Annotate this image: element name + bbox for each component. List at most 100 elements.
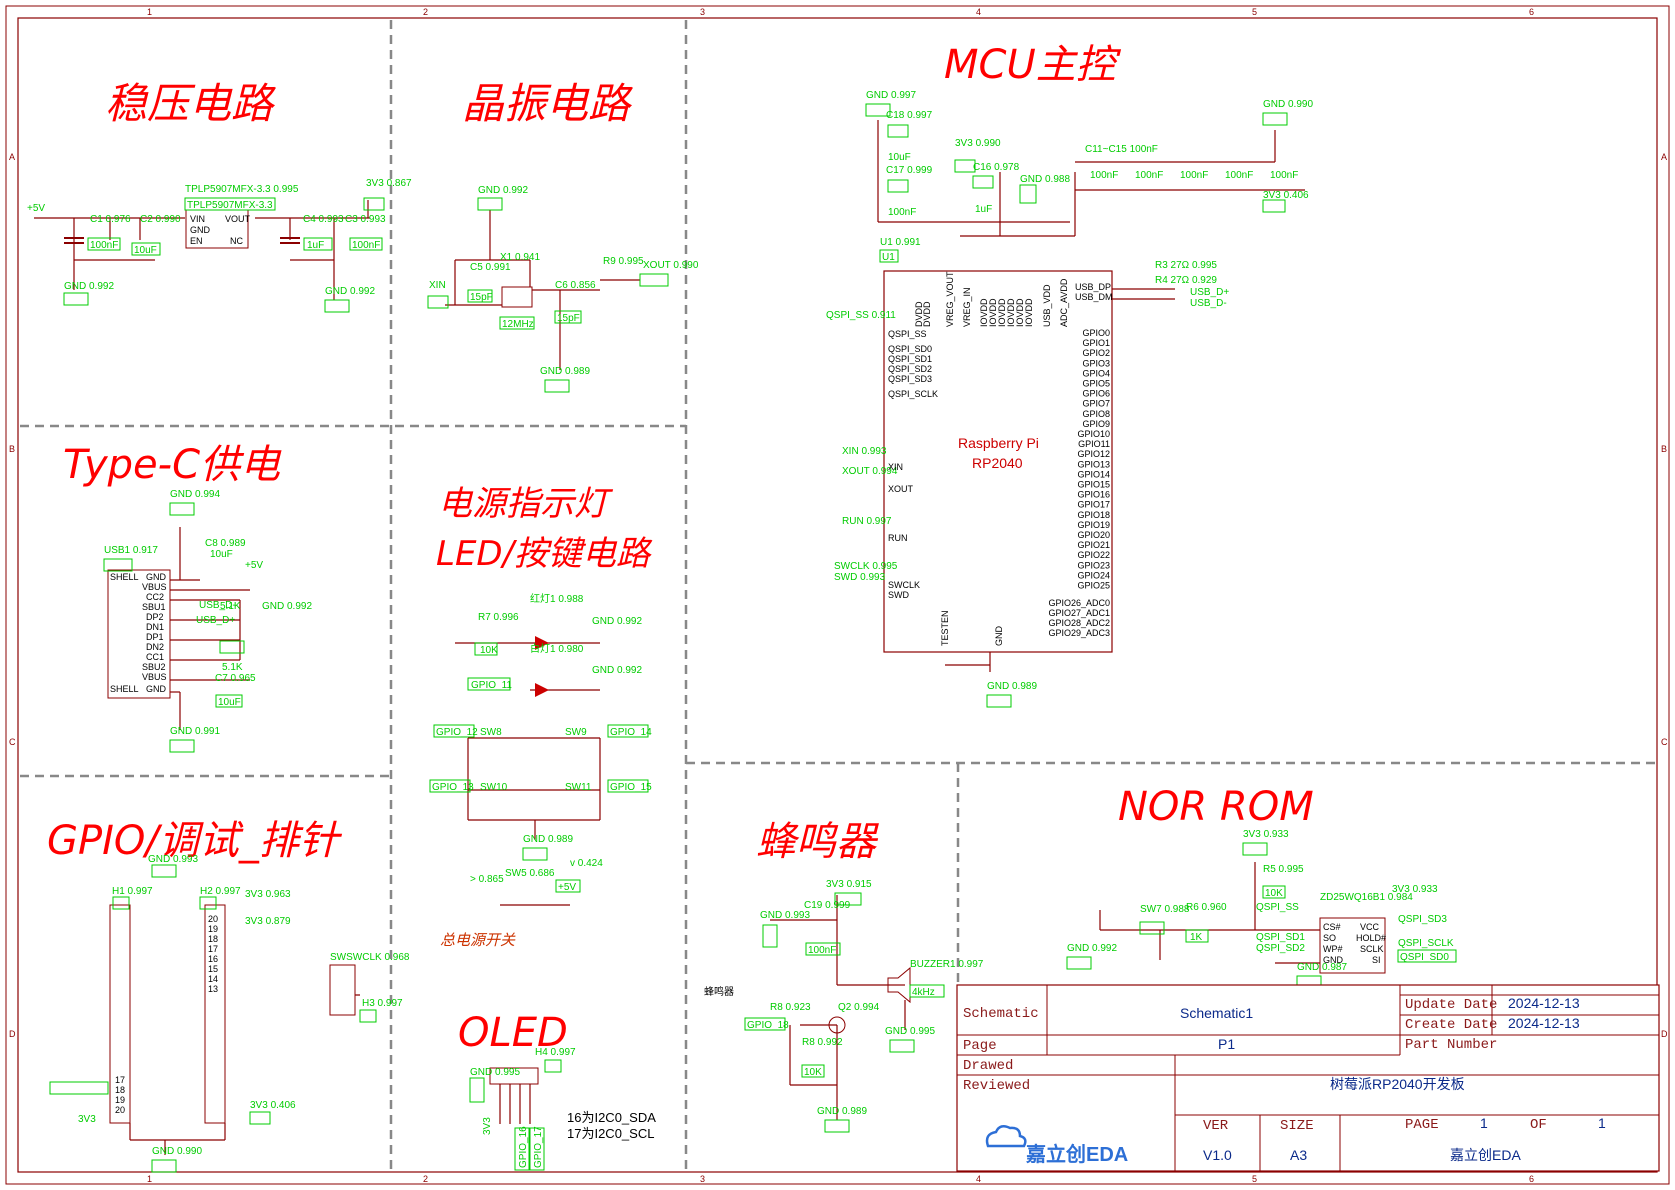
res-cc2-value: 5.1K xyxy=(220,601,241,612)
svg-text:VCC: VCC xyxy=(1360,922,1380,932)
pin-qspi_sd2: QSPI_SD2 xyxy=(888,364,932,374)
cap-c14-value: 100nF xyxy=(1225,170,1253,181)
net-3v3-gpio-4: 3V3 0.406 xyxy=(250,1100,296,1111)
net-swclk-mcu: SWCLK 0.995 xyxy=(834,561,898,572)
svg-text:GND: GND xyxy=(146,572,167,582)
led-white-label: 白灯1 0.980 xyxy=(530,642,584,655)
oled-note-scl: 17为I2C0_SCL xyxy=(567,1126,654,1141)
crystal-x1 xyxy=(501,286,533,308)
net-gnd-led-1: GND 0.992 xyxy=(592,616,642,627)
buzzer-speaker-icon xyxy=(887,966,911,1004)
tb-pagenum-value: 1 xyxy=(1480,1115,1488,1131)
tb-size-label: SIZE xyxy=(1280,1118,1314,1134)
oled-circuit: H4 0.997 GND 0.995 3V3 GPIO_16 GPIO_17 1… xyxy=(469,1047,656,1171)
cap-c5-value: 15pF xyxy=(470,292,493,303)
svg-text:DN2: DN2 xyxy=(146,642,164,652)
header-h4-label: H4 0.997 xyxy=(535,1047,576,1058)
frame-col-4-bottom: 4 xyxy=(976,1174,981,1184)
svg-text:HOLD#: HOLD# xyxy=(1356,933,1386,943)
net-gnd-typec-right: GND 0.992 xyxy=(262,601,312,612)
res-r5-value: 10K xyxy=(1265,888,1283,899)
cap-c7-label: C7 0.965 xyxy=(215,673,256,684)
rp2040-chip xyxy=(883,270,1113,653)
frame-col-1-bottom: 1 xyxy=(147,1174,152,1184)
svg-text:VOUT: VOUT xyxy=(225,214,251,224)
switch-sw9-label: SW9 xyxy=(565,727,587,738)
cap-c2-value: 10uF xyxy=(134,245,157,256)
frame-col-4: 4 xyxy=(976,7,981,17)
section-title-regulator: 稳压电路 xyxy=(105,79,276,128)
svg-text:DP1: DP1 xyxy=(146,632,164,642)
flash-zd25wq16b xyxy=(1319,917,1386,974)
net-gnd-crystal-bottom: GND 0.989 xyxy=(540,366,590,377)
cap-c19-value: 100nF xyxy=(808,945,836,956)
cap-c11-value: 100nF xyxy=(1090,170,1118,181)
pin-testen: TESTEN xyxy=(940,610,950,646)
section-title-oled: OLED xyxy=(458,1010,568,1056)
net-gnd-nor-1: GND 0.992 xyxy=(1067,943,1117,954)
flash-ref-label: ZD25WQ16B1 0.984 xyxy=(1320,892,1413,903)
pin-gpio25: GPIO25 xyxy=(1077,581,1110,591)
pin-gpio27_adc1: GPIO27_ADC1 xyxy=(1048,608,1110,618)
cap-c18-label: C18 0.997 xyxy=(886,110,933,121)
svg-text:GND: GND xyxy=(190,225,211,235)
tb-part-label: Part Number xyxy=(1405,1037,1497,1053)
frame-row-d: D xyxy=(9,1029,16,1039)
frame-col-3-bottom: 3 xyxy=(700,1174,705,1184)
net-gnd-typec-bottom: GND 0.991 xyxy=(170,726,220,737)
net-run-mcu: RUN 0.997 xyxy=(842,516,892,527)
mcu-ref-conf: U1 0.991 xyxy=(880,237,921,248)
net-gpio15-key: GPIO_15 xyxy=(610,782,652,793)
pin-top-vreg_vout-2: VREG_VOUT xyxy=(945,271,955,327)
svg-text:CS#: CS# xyxy=(1323,922,1341,932)
section-title-mcu: MCU主控 xyxy=(944,42,1122,88)
res-r8-label: R8 0.923 xyxy=(770,1002,811,1013)
net-qspi-sd1-nor: QSPI_SD1 xyxy=(1256,932,1305,943)
pin-usb-dp: USB_DP xyxy=(1075,282,1111,292)
pin-gpio29_adc3: GPIO29_ADC3 xyxy=(1048,628,1110,638)
frame-col-5-bottom: 5 xyxy=(1252,1174,1257,1184)
pin-gpio11: GPIO11 xyxy=(1078,439,1110,449)
buzzer1-frequency: 4kHz xyxy=(912,987,935,998)
cap-c3-value: 100nF xyxy=(352,240,380,251)
net-gpio14-key: GPIO_14 xyxy=(610,727,652,738)
tb-of-label: OF xyxy=(1530,1117,1547,1133)
svg-text:14: 14 xyxy=(208,974,218,984)
net-gnd-crystal-top: GND 0.992 xyxy=(478,185,528,196)
net-xin-crystal: XIN xyxy=(429,280,446,291)
tb-page-label: Page xyxy=(963,1038,997,1054)
net-xin-mcu: XIN 0.993 xyxy=(842,446,887,457)
res-r4-label: R4 27Ω 0.929 xyxy=(1155,275,1217,286)
net-5v-typec: +5V xyxy=(245,560,263,571)
oled-header-h4 xyxy=(489,1067,539,1085)
svg-text:SHELL: SHELL xyxy=(110,572,139,582)
frame-row-a-right: A xyxy=(1661,152,1667,162)
cap-c7-value: 10uF xyxy=(218,697,241,708)
svg-text:SBU1: SBU1 xyxy=(142,602,166,612)
section-title-led-1: 电源指示灯 xyxy=(438,484,614,524)
section-title-nor: NOR ROM xyxy=(1118,784,1314,830)
tb-drawed-label: Drawed xyxy=(963,1058,1013,1074)
caps-c11-c15-label: C11~C15 100nF xyxy=(1085,144,1158,155)
svg-text:SCLK: SCLK xyxy=(1360,944,1384,954)
svg-text:15: 15 xyxy=(208,964,218,974)
svg-text:VBUS: VBUS xyxy=(142,672,167,682)
regulator-part-label: TPLP5907MFX-3.3 xyxy=(187,200,273,211)
frame-col-6-bottom: 6 xyxy=(1529,1174,1534,1184)
net-gnd-nor-2: GND 0.987 xyxy=(1297,962,1347,973)
pin-gpio13: GPIO13 xyxy=(1077,459,1110,469)
switch-sw5-label: SW5 0.686 xyxy=(505,868,555,879)
buzzer-circuit: 3V3 0.915 C19 0.999 100nF GND 0.993 BUZZ… xyxy=(704,879,984,1133)
net-gpio11-led: GPIO_11 xyxy=(471,680,512,691)
mcu-left-pins: QSPI_SSQSPI_SD0QSPI_SD1QSPI_SD2QSPI_SD3Q… xyxy=(888,329,938,600)
net-3v3-gpio-3: 3V3 xyxy=(78,1114,96,1125)
pin-gpio23: GPIO23 xyxy=(1077,560,1110,570)
svg-text:VIN: VIN xyxy=(190,214,205,224)
pin-gpio9: GPIO9 xyxy=(1082,419,1110,429)
svg-text:CC1: CC1 xyxy=(146,652,164,662)
net-gnd-mcu-top: GND 0.997 xyxy=(866,90,916,101)
pin-gpio5: GPIO5 xyxy=(1082,379,1110,389)
frame-col-5: 5 xyxy=(1252,7,1257,17)
cap-c5-label: C5 0.991 xyxy=(470,262,511,273)
